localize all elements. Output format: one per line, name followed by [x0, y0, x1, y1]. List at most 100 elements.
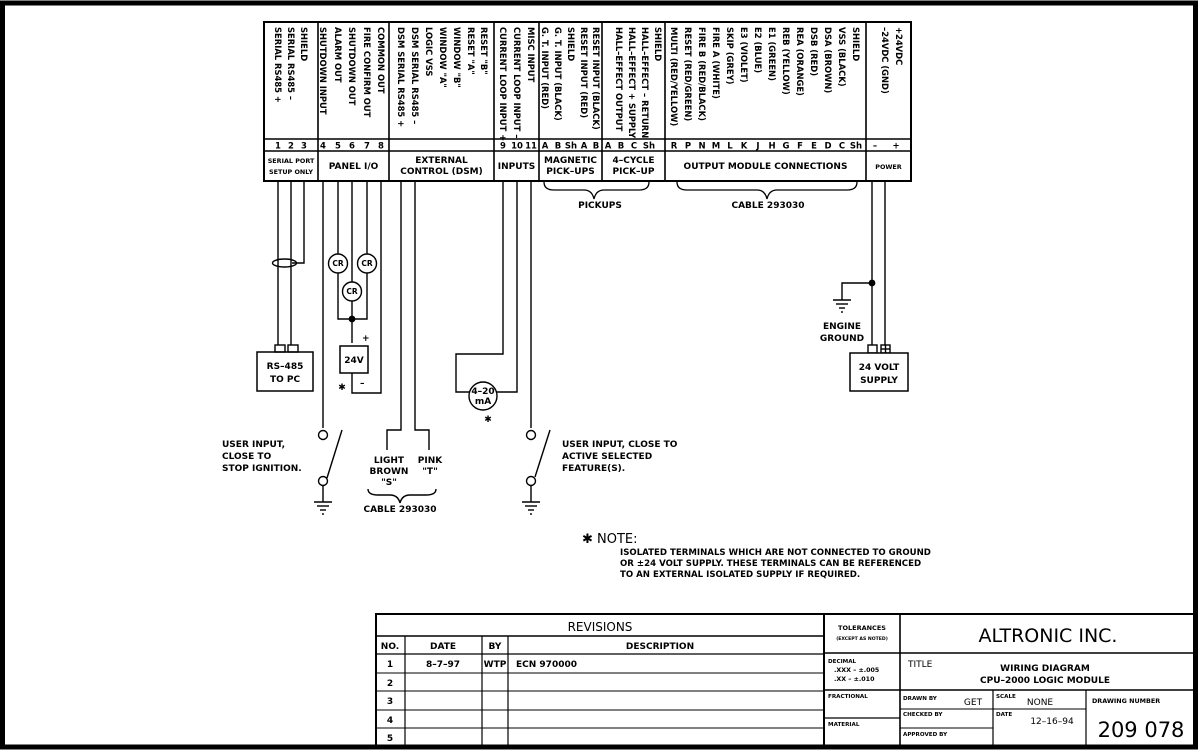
drawing-title-2: CPU–2000 LOGIC MODULE: [980, 676, 1110, 686]
ground-junction-dot: [868, 279, 876, 287]
terminal-signal-label: MISC INPUT: [526, 27, 536, 83]
svg-text:CR: CR: [332, 259, 344, 268]
terminal-group-title: SETUP ONLY: [269, 168, 313, 176]
terminal-number: J: [755, 142, 759, 152]
terminal-number: C: [839, 142, 845, 152]
svg-text:24 VOLT: 24 VOLT: [859, 363, 900, 373]
shutdown-note-1: USER INPUT,: [222, 440, 285, 450]
terminal-number: A: [581, 142, 588, 152]
terminal-number: Sh: [643, 142, 655, 152]
shutdown-switch: [317, 429, 343, 502]
to-pc-label: TO PC: [270, 375, 301, 385]
ground-icon: [522, 501, 540, 515]
relay-cr-3: [341, 281, 363, 302]
company-name: ALTRONIC INC.: [979, 625, 1118, 647]
terminal-signal-label: HALL–EFFECT OUTPUT: [614, 27, 624, 132]
terminal-number: B: [593, 142, 599, 152]
supply-24v-box: [339, 345, 369, 374]
shutdown-note-3: STOP IGNITION.: [222, 464, 302, 474]
terminal-signal-label: RESET INPUT (BLACK): [591, 27, 601, 130]
terminal-signal-label: FIRE A (WHITE): [711, 27, 721, 99]
terminal-signal-label: DSM SERIAL RS485 –: [410, 27, 420, 124]
revision-description: ECN 970000: [516, 660, 577, 670]
pink-1: PINK: [418, 456, 443, 466]
note-line-3: TO AN EXTERNAL ISOLATED SUPPLY IF REQUIR…: [620, 570, 860, 580]
terminal-signal-label: FIRE CONFIRM OUT: [362, 27, 372, 118]
terminal-signal-label: RESET INPUT (RED): [579, 27, 589, 118]
terminal-number: B: [555, 142, 561, 152]
terminal-header-table: [263, 21, 912, 182]
light-brown-3: "S": [381, 478, 397, 488]
terminal-signal-label: CURRENT LOOP INPUT +: [498, 27, 508, 141]
revisions-table: [375, 613, 825, 748]
approved-by-label: APPROVED BY: [903, 732, 948, 738]
dsm-wiring: [367, 181, 437, 504]
terminal-group-title: OUTPUT MODULE CONNECTIONS: [684, 162, 848, 172]
note-line-1: ISOLATED TERMINALS WHICH ARE NOT CONNECT…: [620, 548, 931, 558]
terminal-number: Sh: [850, 142, 862, 152]
svg-text:CR: CR: [346, 287, 358, 296]
terminal-signal-label: LOGIC VSS: [424, 27, 434, 76]
note-line-2: OR ±24 VOLT SUPPLY. THESE TERMINALS CAN …: [620, 559, 921, 569]
terminal-group-title: CONTROL (DSM): [400, 167, 483, 177]
material-label: MATERIAL: [828, 722, 860, 728]
terminal-signal-label: SHIELD: [566, 27, 576, 61]
terminal-signal-label: DSB (RED): [809, 27, 819, 76]
terminal-number: M: [712, 142, 720, 152]
tolerances-label: TOLERANCES: [838, 624, 886, 632]
current-meter-4-20ma: [468, 381, 498, 411]
terminal-number: N: [698, 142, 705, 152]
ground-icon: [833, 299, 851, 313]
light-brown-2: BROWN: [370, 467, 409, 477]
pickups-label: PICKUPS: [578, 201, 622, 211]
terminal-group-title: PANEL I/O: [329, 162, 379, 172]
terminal-signal-label: G. T. INPUT (BLACK): [553, 27, 563, 121]
terminal-signal-label: VSS (BLACK): [837, 27, 847, 87]
terminal-signal-label: DSA (BROWN): [823, 27, 833, 93]
terminal-number: G: [783, 142, 790, 152]
terminal-number: E: [811, 142, 817, 152]
svg-text:SUPPLY: SUPPLY: [860, 376, 898, 386]
power-supply-box: [849, 352, 909, 392]
fractional-label: FRACTIONAL: [828, 694, 868, 700]
rs485-label: RS–485: [267, 362, 304, 372]
date-label: DATE: [996, 712, 1012, 718]
decimal-xx: .XX – ±.010: [834, 676, 875, 683]
terminal-signal-label: REA (ORANGE): [795, 27, 805, 96]
note-heading: ✱ NOTE:: [582, 532, 638, 547]
terminal-signal-label: RESET (RED/GREEN): [683, 27, 693, 121]
feature-switch: [525, 429, 551, 502]
terminal-signal-label: WINDOW "A": [438, 27, 448, 88]
terminal-signal-label: WINDOW "B": [452, 27, 462, 88]
terminal-number: 10: [511, 142, 523, 152]
revision-no: 5: [387, 734, 393, 744]
terminal-signal-label: SHIELD: [851, 27, 861, 61]
terminal-number: C: [631, 142, 637, 152]
terminal-signal-label: ALARM OUT: [333, 27, 343, 83]
terminal-number: 3: [301, 142, 307, 152]
terminal-signal-label: E1 (GREEN): [767, 27, 777, 81]
terminal-signal-label: MULTI (RED/YELLOW): [669, 27, 679, 126]
drawn-by-value: GET: [964, 698, 983, 708]
drawing-number-label: DRAWING NUMBER: [1092, 697, 1160, 705]
decimal-label: DECIMAL: [828, 659, 857, 665]
terminal-number: 5: [335, 142, 341, 152]
terminal-group-title: MAGNETIC: [544, 156, 597, 166]
terminal-number: L: [727, 142, 733, 152]
terminal-signal-label: CURRENT LOOP INPUT –: [512, 27, 522, 138]
terminal-signal-label: DSM SERIAL RS485 +: [396, 27, 406, 127]
revision-by: WTP: [484, 660, 507, 670]
terminal-signal-label: RESET "B": [479, 27, 489, 75]
tolerances-sub: (EXCEPT AS NOTED): [836, 636, 888, 642]
revision-no: 3: [387, 697, 393, 707]
scale-label: SCALE: [996, 694, 1016, 700]
col-date: DATE: [430, 642, 456, 652]
scale-value: NONE: [1027, 698, 1054, 708]
terminal-group-title: SERIAL PORT: [268, 157, 315, 165]
svg-text:4–20: 4–20: [471, 387, 494, 397]
terminal-group-title: 4–CYCLE: [612, 156, 654, 166]
terminal-signal-label: SERIAL RS485 –: [286, 27, 296, 100]
